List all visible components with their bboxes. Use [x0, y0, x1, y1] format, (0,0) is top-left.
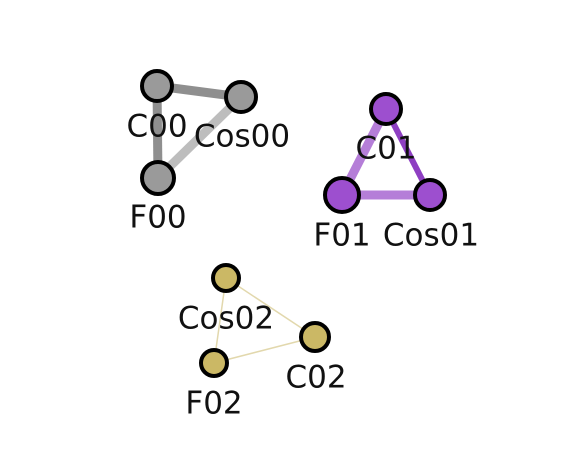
- edge-cos00-f00: [154, 93, 245, 182]
- node-cos00[interactable]: [224, 80, 258, 114]
- node-label-c01: C01: [355, 131, 416, 167]
- node-label-f02: F02: [185, 386, 242, 422]
- edge-f02-c02: [213, 336, 316, 364]
- node-f02[interactable]: [199, 348, 229, 378]
- nodes-layer: [140, 69, 447, 378]
- node-cos01[interactable]: [413, 178, 447, 212]
- node-label-f01: F01: [313, 218, 370, 254]
- node-label-cos01: Cos01: [383, 218, 479, 254]
- edge-cos02-c02: [225, 277, 316, 338]
- node-label-c00: C00: [126, 109, 187, 145]
- node-c02[interactable]: [299, 321, 331, 353]
- node-label-cos02: Cos02: [178, 301, 274, 337]
- node-label-c02: C02: [285, 360, 346, 396]
- node-c00[interactable]: [140, 69, 174, 103]
- node-cos02[interactable]: [211, 263, 241, 293]
- node-f00[interactable]: [140, 160, 176, 196]
- node-f01[interactable]: [323, 176, 361, 214]
- node-c01[interactable]: [369, 92, 403, 126]
- node-label-f00: F00: [129, 200, 186, 236]
- node-label-cos00: Cos00: [194, 119, 290, 155]
